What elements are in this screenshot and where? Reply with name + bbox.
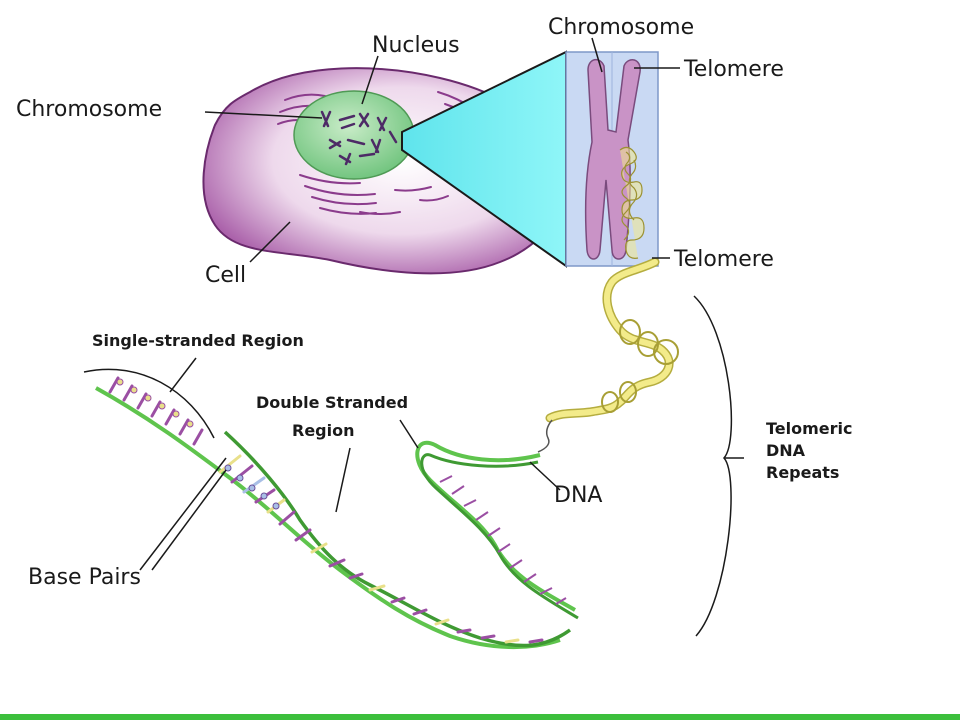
label-telomeric-3: Repeats <box>766 463 839 482</box>
label-chromosome-cell: Chromosome <box>16 97 162 122</box>
dna-tail <box>537 419 553 453</box>
label-double-stranded-1: Double Stranded <box>256 393 408 412</box>
chromosome-coil <box>619 146 645 259</box>
nucleus-chromosomes <box>320 110 398 166</box>
label-dna: DNA <box>554 483 602 508</box>
label-double-stranded-2: Region <box>292 421 355 440</box>
label-nucleus: Nucleus <box>372 33 460 58</box>
telomere-coil <box>545 257 679 423</box>
labels: Nucleus Chromosome Cell Chromosome Telom… <box>16 15 853 590</box>
label-base-pairs: Base Pairs <box>28 565 141 590</box>
bottom-bar <box>0 714 960 720</box>
label-telomere-top: Telomere <box>683 57 784 82</box>
label-telomere-bottom: Telomere <box>673 247 774 272</box>
label-single-stranded: Single-stranded Region <box>92 331 304 350</box>
dna-main-strand <box>95 376 572 650</box>
callout-lines <box>83 37 744 637</box>
nucleus <box>293 90 415 180</box>
chromosome-panel <box>565 51 659 267</box>
label-telomeric-2: DNA <box>766 441 806 460</box>
label-cell: Cell <box>205 263 246 288</box>
dna-helix-loop <box>415 440 579 620</box>
label-telomeric-1: Telomeric <box>766 419 853 438</box>
label-chromosome-zoom: Chromosome <box>548 15 694 40</box>
